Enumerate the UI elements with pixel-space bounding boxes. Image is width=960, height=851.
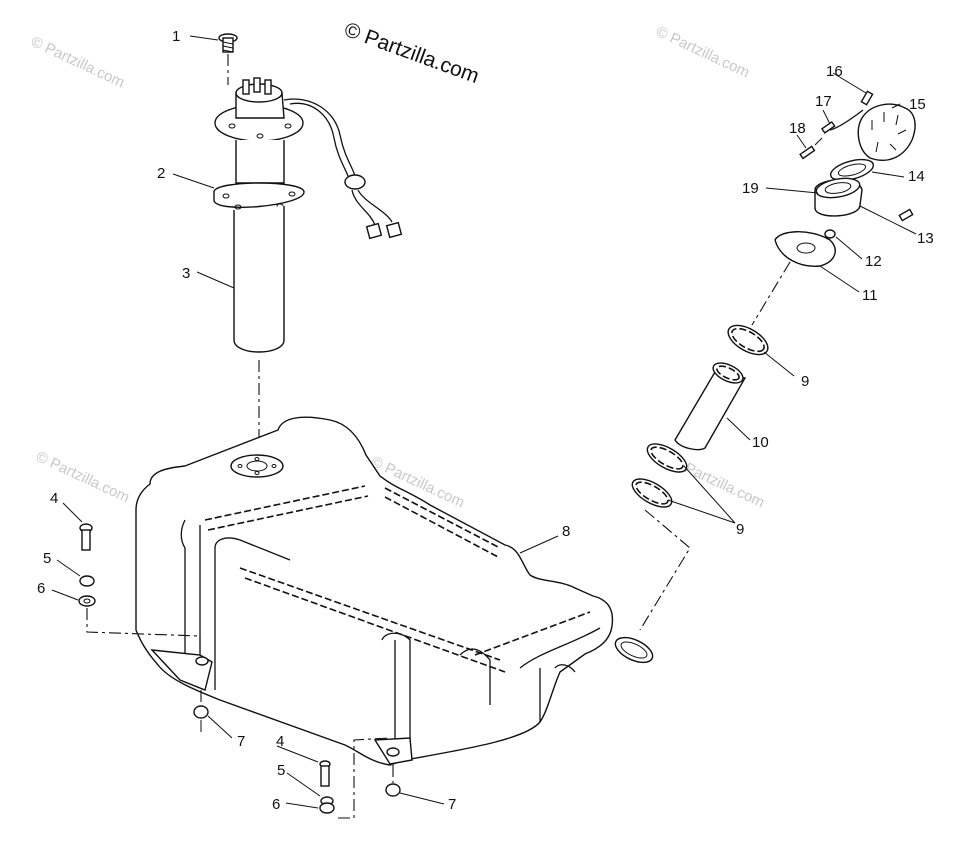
callout-4-bottom: 4	[276, 733, 284, 750]
callout-9-bottom: 9	[736, 521, 744, 538]
hardware-left	[78, 523, 209, 732]
callout-6-bottom: 6	[272, 796, 280, 813]
callout-2: 2	[157, 165, 165, 182]
callout-4-left: 4	[50, 490, 58, 507]
watermark-top-left: © Partzilla.com	[28, 33, 127, 91]
callout-7-bottom: 7	[448, 796, 456, 813]
fuel-tank-part-8	[135, 416, 654, 766]
clamp-part-9-bottom	[631, 478, 673, 508]
callout-3: 3	[182, 265, 190, 282]
hose-part-10	[674, 362, 747, 451]
screw-part-1	[218, 33, 238, 85]
callout-9-top: 9	[801, 373, 809, 390]
hardware-bottom	[319, 737, 401, 819]
pump-tube-part-3	[233, 206, 285, 455]
watermark-mid-left: © Partzilla.com	[33, 448, 132, 506]
watermark-top-right: © Partzilla.com	[653, 23, 752, 81]
nut-part-5	[79, 575, 95, 587]
callout-14: 14	[908, 168, 925, 185]
washer-part-6	[78, 595, 96, 607]
mount-plate-part-11	[774, 231, 836, 267]
filler-assembly	[631, 90, 916, 631]
fuel-cap-part-15	[857, 103, 916, 161]
callout-11: 11	[862, 287, 878, 304]
watermark-layer: © Partzilla.com © Partzilla.com © Partzi…	[28, 23, 767, 511]
callout-13: 13	[917, 230, 934, 247]
callout-6-left: 6	[37, 580, 45, 597]
callout-1: 1	[172, 28, 180, 45]
tank-filler-neck	[614, 636, 654, 664]
tank-pump-flange	[230, 454, 284, 478]
filler-neck-part-19	[814, 177, 863, 217]
grommet	[344, 174, 366, 190]
callout-10: 10	[752, 434, 769, 451]
callout-16: 16	[826, 63, 843, 80]
leader-lines	[51, 35, 917, 809]
callout-labels: 1 2 3 4 5 6 7 8 9 10 11 12 13 14 15 16 1…	[37, 28, 934, 813]
callout-18: 18	[789, 120, 806, 137]
clamp-part-9-top	[727, 324, 769, 356]
fuel-pump-assembly	[213, 33, 403, 455]
callout-19: 19	[742, 180, 759, 197]
callout-5-bottom: 5	[277, 762, 285, 779]
callout-5-left: 5	[43, 550, 51, 567]
callout-15: 15	[909, 96, 926, 113]
callout-12: 12	[865, 253, 882, 270]
callout-7-left: 7	[237, 733, 245, 750]
nut-part-7-bottom	[385, 783, 401, 797]
callout-17: 17	[815, 93, 832, 110]
callout-8: 8	[562, 523, 570, 540]
gasket-part-2	[213, 182, 305, 210]
copyright-text: © Partzilla.com	[341, 18, 482, 88]
nut-part-12	[824, 229, 836, 239]
nut-part-7-left	[193, 705, 209, 719]
